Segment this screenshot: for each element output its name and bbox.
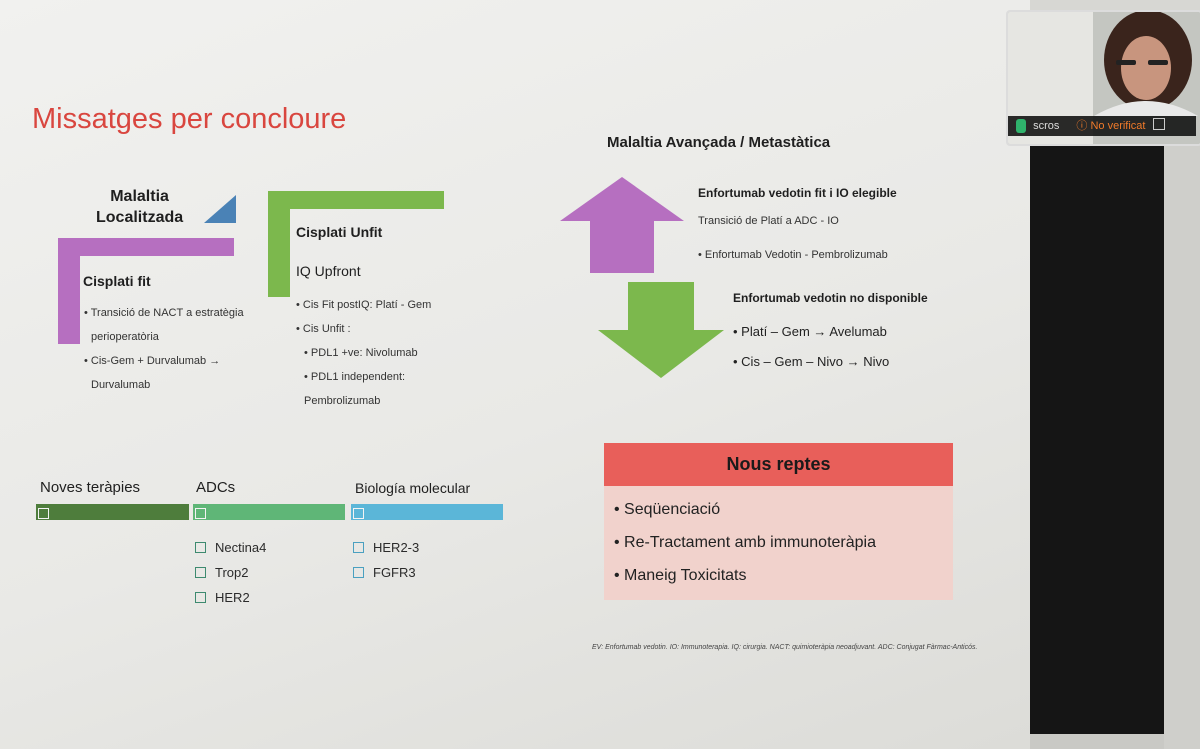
participant-name: scros <box>1033 120 1060 132</box>
adcs-label: ADCs <box>196 479 236 496</box>
webcam-tile[interactable]: scros ⓘ No verificat <box>1006 10 1200 146</box>
warning-icon: ⓘ <box>1076 120 1088 132</box>
ev-unavailable-line1: • Platí – Gem → Avelumab <box>733 324 887 339</box>
cisplati-fit-heading: Cisplati fit <box>83 273 151 289</box>
list-item: Nectina4 <box>195 535 266 560</box>
nous-reptes-body: • Seqüenciació • Re-Tractament amb immun… <box>604 486 953 600</box>
ev-unavailable-heading: Enfortumab vedotin no disponible <box>733 291 928 305</box>
list-item: • Maneig Toxicitats <box>614 567 747 584</box>
biologia-bar <box>351 504 503 520</box>
checkbox-icon <box>195 567 206 578</box>
checkbox-icon <box>195 508 206 519</box>
list-item: • Cis-Gem + Durvalumab → <box>84 355 221 367</box>
adcs-bar <box>193 504 345 520</box>
mic-icon[interactable] <box>1016 119 1026 133</box>
list-item: • Cis Unfit : <box>296 323 351 335</box>
list-item: • Re-Tractament amb immunoteràpia <box>614 534 876 551</box>
list-item: Pembrolizumab <box>304 395 381 407</box>
ev-fit-heading: Enfortumab vedotin fit i IO elegible <box>698 186 897 200</box>
screen-edge-bottom <box>1030 734 1164 749</box>
list-item: FGFR3 <box>353 560 419 585</box>
screen-edge <box>1164 142 1200 749</box>
list-item: • PDL1 +ve: Nivolumab <box>304 347 418 359</box>
webcam-name-bar: scros ⓘ No verificat <box>1008 116 1196 136</box>
list-item: Trop2 <box>195 560 266 585</box>
purple-up-arrow-shape <box>560 177 684 273</box>
checkbox-icon <box>195 592 206 603</box>
checkbox-icon <box>195 542 206 553</box>
purple-bracket-shape <box>58 238 234 344</box>
nous-reptes-header: Nous reptes <box>604 443 953 486</box>
list-item: Durvalumab <box>91 379 151 391</box>
noves-terapies-label: Noves teràpies <box>40 479 141 496</box>
localized-bullet-list: • Transició de NACT a estratègia periope… <box>84 301 284 397</box>
biologia-list: HER2-3 FGFR3 <box>353 535 419 585</box>
list-item: • Transició de NACT a estratègia <box>84 307 244 319</box>
green-down-arrow-shape <box>598 282 724 378</box>
list-item: • Cis Fit postIQ: Platí - Gem <box>296 299 432 311</box>
green-bracket-shape <box>268 191 444 297</box>
cisplati-unfit-heading: Cisplati Unfit <box>296 224 383 240</box>
list-item: • PDL1 independent: <box>304 371 406 383</box>
presentation-slide: Missatges per concloure Malaltia Localit… <box>0 0 1030 749</box>
biologia-label: Biología molecular <box>355 480 471 496</box>
iq-upfront-label: IQ Upfront <box>296 263 361 279</box>
checkbox-icon <box>38 508 49 519</box>
localized-heading: Malaltia Localitzada <box>96 186 183 228</box>
blue-triangle-shape <box>204 195 236 223</box>
noves-terapies-bar <box>36 504 189 520</box>
list-item: perioperatòria <box>91 331 159 343</box>
ev-fit-line2: • Enfortumab Vedotin - Pembrolizumab <box>698 249 888 261</box>
list-item: • Seqüenciació <box>614 501 721 518</box>
checkbox-icon <box>353 542 364 553</box>
checkbox-icon <box>353 567 364 578</box>
footnote: EV: Enfortumab vedotin. IO: Immunoterapi… <box>592 644 978 651</box>
ev-unavailable-line2: • Cis – Gem – Nivo → Nivo <box>733 354 890 369</box>
list-item: HER2-3 <box>353 535 419 560</box>
person-avatar <box>1094 12 1198 116</box>
slide-title: Missatges per concloure <box>32 103 347 135</box>
verification-status: No verificat <box>1090 120 1146 132</box>
dark-panel <box>1030 142 1164 734</box>
list-item: HER2 <box>195 585 266 610</box>
localized-heading-line2: Localitzada <box>96 209 184 226</box>
localized-heading-line1: Malaltia <box>110 188 169 205</box>
checkbox-icon <box>353 508 364 519</box>
adc-list: Nectina4 Trop2 HER2 <box>195 535 266 610</box>
unfit-bullet-list: • Cis Fit postIQ: Platí - Gem • Cis Unfi… <box>296 293 496 413</box>
advanced-heading: Malaltia Avançada / Metastàtica <box>607 134 831 151</box>
ev-fit-line1: Transició de Platí a ADC - IO <box>698 215 839 227</box>
expand-icon[interactable] <box>1152 118 1165 130</box>
